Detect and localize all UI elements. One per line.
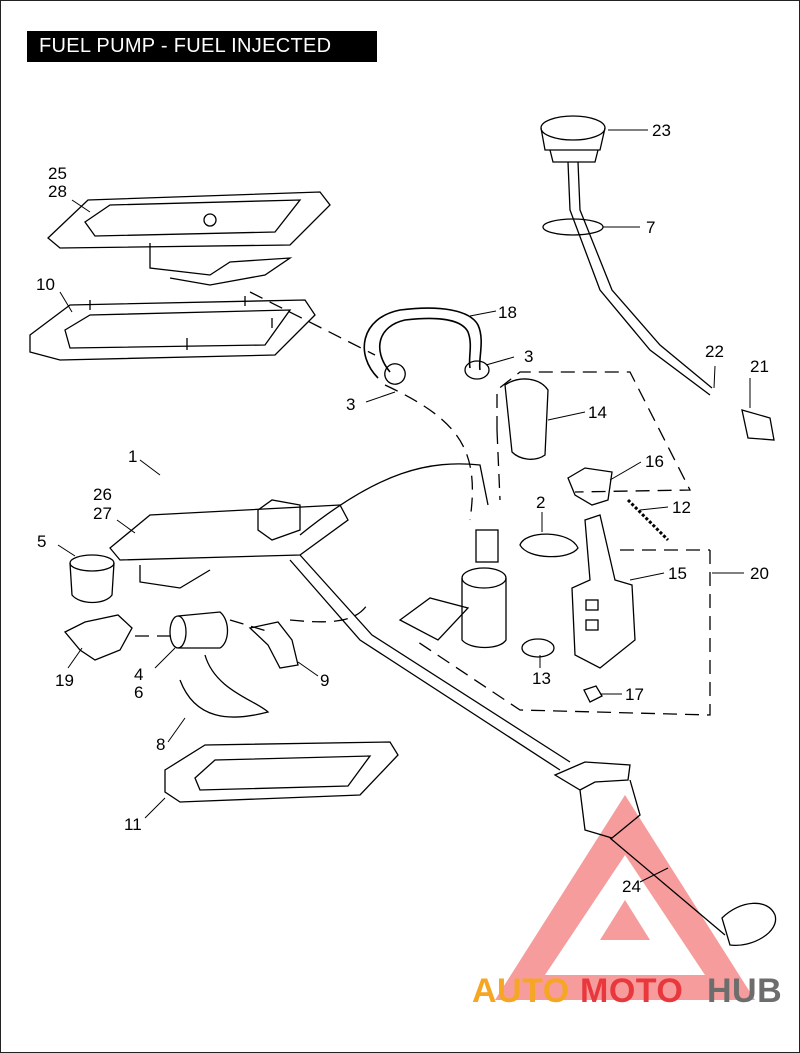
callout-22: 22 (705, 342, 724, 361)
part-19-fitting (63, 614, 133, 661)
callout-26: 26 (93, 485, 112, 504)
part-15-sender-housing (571, 514, 636, 669)
watermark-auto: AUTO (472, 972, 570, 1010)
callout-6: 6 (134, 683, 143, 702)
watermark-hub: HUB (707, 972, 782, 1010)
part-26-27-mounting-plate (109, 499, 349, 589)
page-title: FUEL PUMP - FUEL INJECTED (27, 31, 377, 62)
callout-2: 2 (536, 493, 545, 512)
fuel-pump-body (398, 529, 507, 649)
part-21-connector (741, 409, 775, 441)
callout-labels: 23 7 18 22 3 21 3 14 16 2 12 15 20 13 17… (36, 121, 769, 896)
callout-24: 24 (622, 877, 641, 896)
part-16-bracket (567, 467, 613, 506)
callout-19: 19 (55, 671, 74, 690)
part-17-nut (583, 685, 603, 703)
part-7-o-ring (542, 218, 604, 236)
callout-28: 28 (48, 182, 67, 201)
callout-27: 27 (93, 504, 112, 523)
callout-17: 17 (625, 685, 644, 704)
part-11-gasket (164, 741, 399, 803)
part-2-clip (519, 533, 579, 558)
watermark-text: AUTO MOTO HUB (472, 972, 782, 1010)
callout-5: 5 (37, 532, 46, 551)
callout-20: 20 (750, 564, 769, 583)
part-4-6-fuel-filter (169, 611, 229, 649)
callout-4: 4 (134, 665, 143, 684)
leader-lines (57, 129, 751, 883)
callout-15: 15 (668, 564, 687, 583)
part-13-washer (521, 638, 555, 658)
watermark-triangle-logo (495, 795, 755, 1000)
callout-21: 21 (750, 357, 769, 376)
callout-25: 25 (48, 164, 67, 183)
part-3-clamp-left (384, 363, 406, 385)
callout-18: 18 (498, 303, 517, 322)
callout-3-left: 3 (346, 395, 355, 414)
callout-13: 13 (532, 669, 551, 688)
callout-9: 9 (320, 671, 329, 690)
part-22-wire-harness (567, 161, 713, 396)
part-12-spring (626, 498, 670, 542)
part-25-28-top-plate (47, 191, 331, 286)
part-9-bracket (248, 621, 299, 669)
part-14-filter-sock (504, 378, 549, 460)
callout-3-right: 3 (524, 347, 533, 366)
part-23-connector (540, 115, 606, 163)
pump-wiring (299, 463, 489, 536)
callout-1: 1 (128, 447, 137, 466)
callout-12: 12 (672, 498, 691, 517)
callout-8: 8 (156, 735, 165, 754)
callout-7: 7 (646, 218, 655, 237)
callout-11: 11 (124, 815, 142, 834)
part-24-float-sender (553, 761, 777, 946)
part-3-clamp-right (464, 360, 490, 380)
fuel-line-to-sender-2 (299, 554, 571, 763)
callout-10: 10 (36, 275, 55, 294)
part-5-pressure-regulator (69, 554, 115, 604)
callout-23: 23 (652, 121, 671, 140)
part-10-gasket (29, 296, 316, 361)
assembly-dashed-lines (135, 291, 711, 716)
callout-16: 16 (645, 452, 664, 471)
fuel-line-to-sender (289, 559, 561, 771)
watermark-moto: MOTO (580, 972, 683, 1010)
part-8-strap (179, 654, 270, 718)
callout-14: 14 (588, 403, 607, 422)
part-18-corrugated-hose (363, 307, 482, 379)
